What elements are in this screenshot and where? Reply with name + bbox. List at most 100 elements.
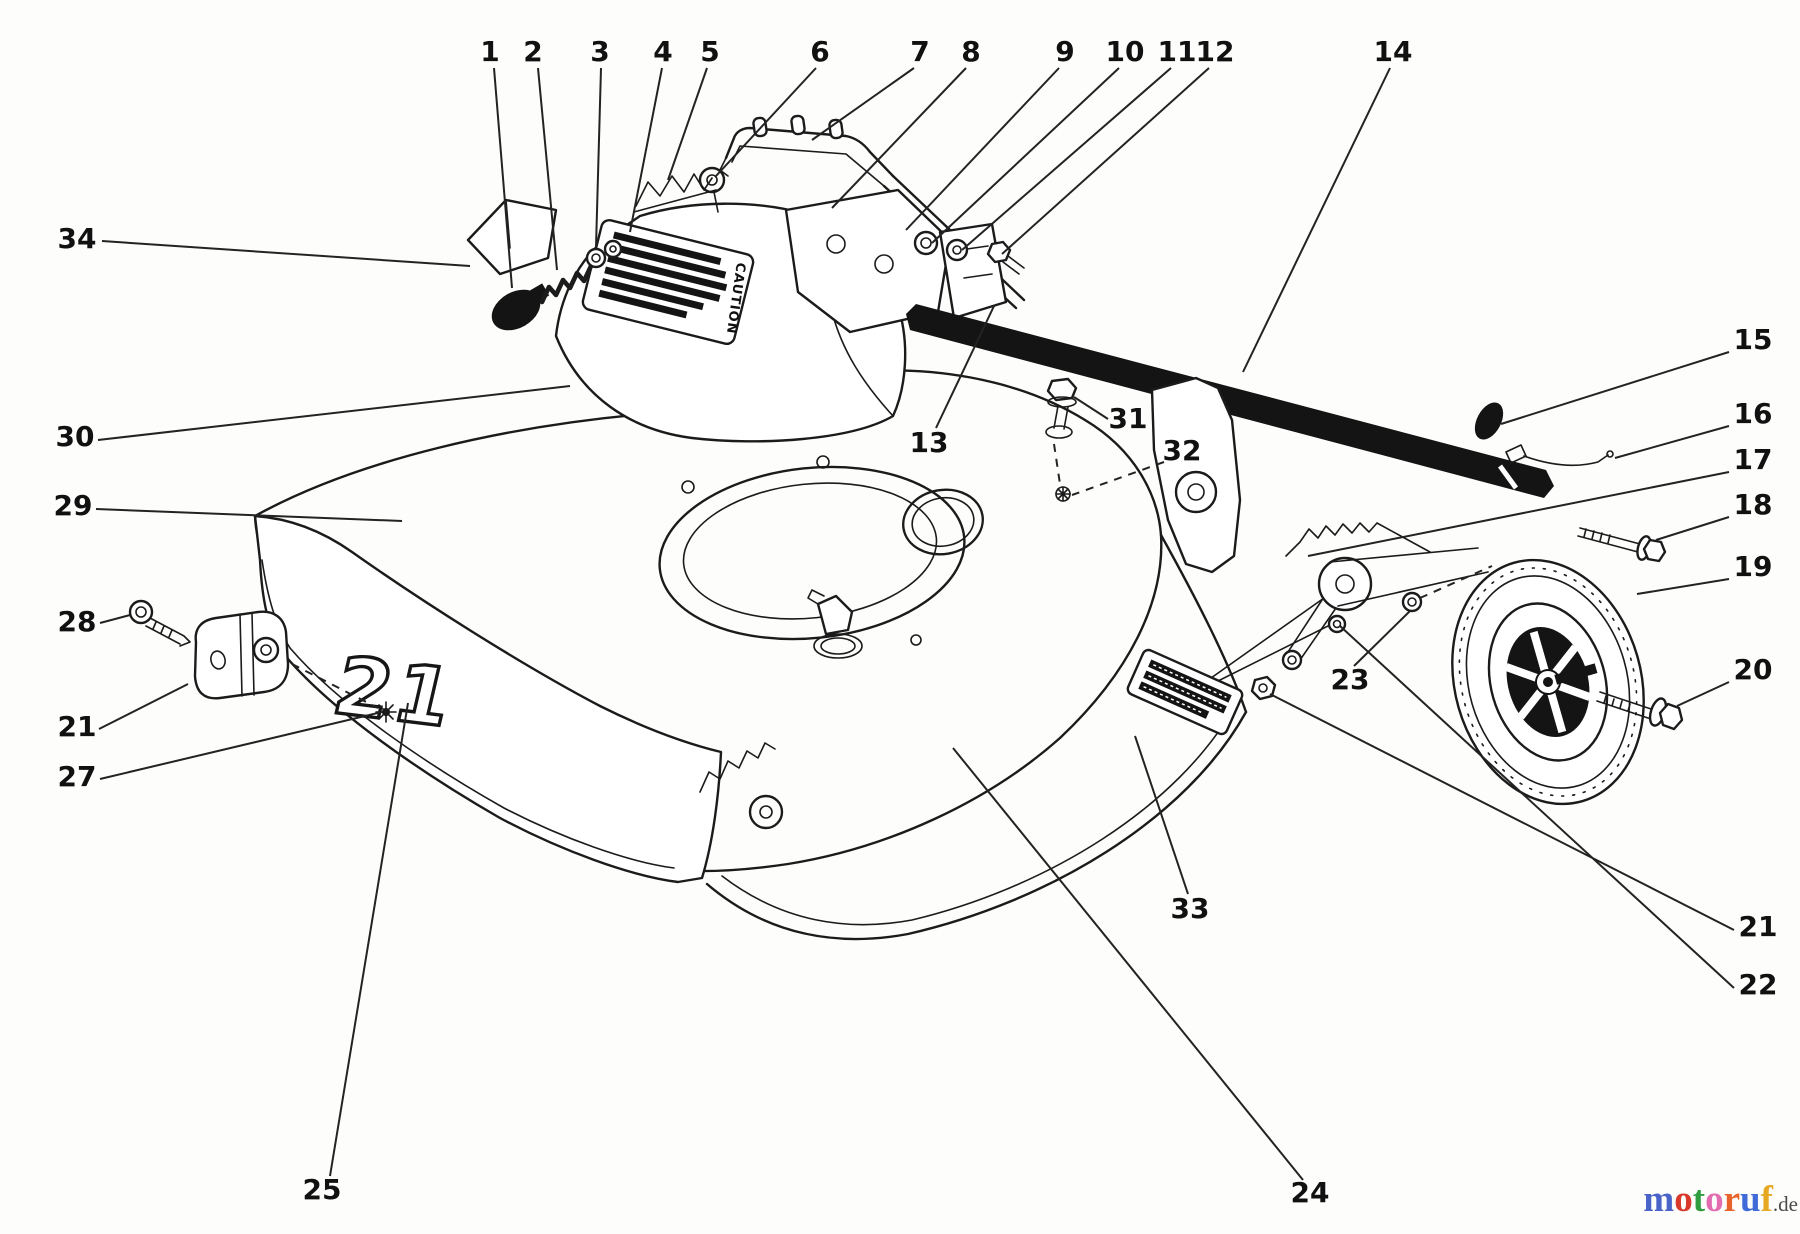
cover-crease — [831, 311, 894, 417]
skirt-hole-inner — [759, 805, 773, 819]
callout-label-22: 22 — [1739, 968, 1778, 1001]
washer — [913, 230, 939, 256]
callout-leader-16 — [1614, 425, 1730, 459]
callout-leader-20 — [1676, 681, 1730, 707]
wheel-rim — [1487, 602, 1609, 762]
callout-label-15: 15 — [1734, 323, 1773, 356]
lower-handle-bar — [906, 304, 1614, 498]
deck-hole — [816, 455, 830, 469]
callout-leader-22 — [1339, 625, 1735, 989]
callout-label-19: 19 — [1734, 550, 1773, 583]
axle-bolt — [1596, 691, 1684, 731]
callout-label-21: 21 — [1739, 910, 1778, 943]
skirt-outline — [253, 514, 723, 884]
washer-hole — [1407, 597, 1417, 607]
callout-leader-21 — [98, 683, 189, 730]
warning-decal-stripe — [1148, 659, 1232, 703]
callout-label-16: 16 — [1734, 397, 1773, 430]
callout-leader-4 — [629, 67, 663, 233]
logo-domain-suffix: .de — [1772, 1192, 1798, 1216]
caution-stripe — [598, 289, 688, 319]
star-screw-points — [375, 701, 397, 723]
spring-clip — [633, 173, 717, 213]
handle-bar-highlight — [1497, 464, 1519, 490]
washer — [1401, 591, 1423, 613]
oil-fill-cap — [807, 589, 863, 659]
bracket-bolt-shaft — [145, 617, 191, 647]
cap-base-inner — [820, 637, 856, 655]
side-port-inner — [911, 496, 975, 548]
callout-leader-23 — [1353, 610, 1411, 667]
callout-label-8: 8 — [961, 35, 980, 68]
callout-leader-15 — [1500, 351, 1730, 425]
spring — [539, 263, 594, 305]
callout-leader-7 — [811, 67, 915, 141]
adjuster-arm-upper — [1329, 547, 1489, 607]
blade-opening-inner — [682, 482, 938, 620]
logo-letter: u — [1740, 1179, 1761, 1220]
callout-label-3: 3 — [590, 35, 609, 68]
callout-label-6: 6 — [810, 35, 829, 68]
callout-label-33: 33 — [1171, 892, 1210, 925]
front-bracket-assembly — [128, 565, 1493, 723]
deck-rear-skirt-outer — [705, 710, 1248, 941]
callout-label-2: 2 — [523, 35, 542, 68]
logo-letter: o — [1705, 1179, 1724, 1220]
adjuster-arm-lower — [1287, 599, 1337, 661]
caution-stripe — [610, 243, 727, 279]
shoulder-bolt — [1577, 527, 1667, 563]
deck-hole — [910, 634, 922, 646]
callout-leader-27 — [99, 711, 383, 780]
caution-stripe — [612, 231, 722, 265]
axle-bolt-head — [1658, 702, 1684, 731]
left-skirt-panel: 21 — [253, 514, 784, 884]
callout-label-29: 29 — [54, 489, 93, 522]
callout-leader-19 — [1636, 578, 1730, 595]
front-bracket-fold — [239, 612, 255, 697]
washer-hole — [1332, 619, 1342, 629]
caution-stripe — [604, 266, 721, 302]
decal-plate-crease — [505, 199, 511, 249]
callout-label-7: 7 — [910, 35, 929, 68]
link-rod-end — [1606, 450, 1614, 458]
bracket-bolt-head-inner — [135, 606, 147, 618]
caution-decal: CAUTION — [581, 218, 755, 346]
cap-tab — [807, 589, 825, 605]
callout-label-14: 14 — [1374, 35, 1413, 68]
callout-leader-5 — [667, 67, 708, 181]
callout-label-13: 13 — [910, 426, 949, 459]
callout-leader-18 — [1655, 516, 1730, 541]
small-screw-cross — [1055, 486, 1071, 502]
pivot-plate-angled — [938, 222, 1008, 320]
eyelet-stem — [713, 191, 719, 213]
callout-label-10: 10 — [1106, 35, 1145, 68]
side-port-outer — [902, 488, 984, 556]
callout-label-30: 30 — [56, 420, 95, 453]
washer-hole — [920, 237, 932, 249]
callout-leader-3 — [595, 67, 602, 248]
skirt-hole-outer — [748, 794, 784, 830]
callout-label-27: 27 — [58, 760, 97, 793]
alignment-dash — [291, 663, 379, 709]
deck-hole — [681, 480, 695, 494]
logo-letter: m — [1643, 1179, 1675, 1220]
bracket-boss-inner — [1187, 483, 1205, 501]
tire-tread-dots — [1458, 567, 1638, 797]
callout-label-24: 24 — [1291, 1176, 1330, 1209]
callout-leader-33 — [1134, 735, 1189, 895]
callout-label-31: 31 — [1109, 402, 1148, 435]
bracket-plate — [1150, 376, 1242, 574]
front-bracket-slot — [210, 650, 226, 670]
washer — [585, 247, 607, 269]
callout-leader-32 — [1071, 461, 1165, 496]
front-bracket-hole-inner — [260, 644, 272, 656]
handle-stud — [790, 114, 806, 136]
adjuster-hub-inner — [1335, 574, 1355, 594]
callout-leader-31 — [1073, 396, 1109, 420]
callout-leader-2 — [537, 67, 558, 271]
logo-letter: f — [1760, 1179, 1773, 1220]
callout-label-32: 32 — [1163, 434, 1202, 467]
callout-label-25: 25 — [303, 1173, 342, 1206]
